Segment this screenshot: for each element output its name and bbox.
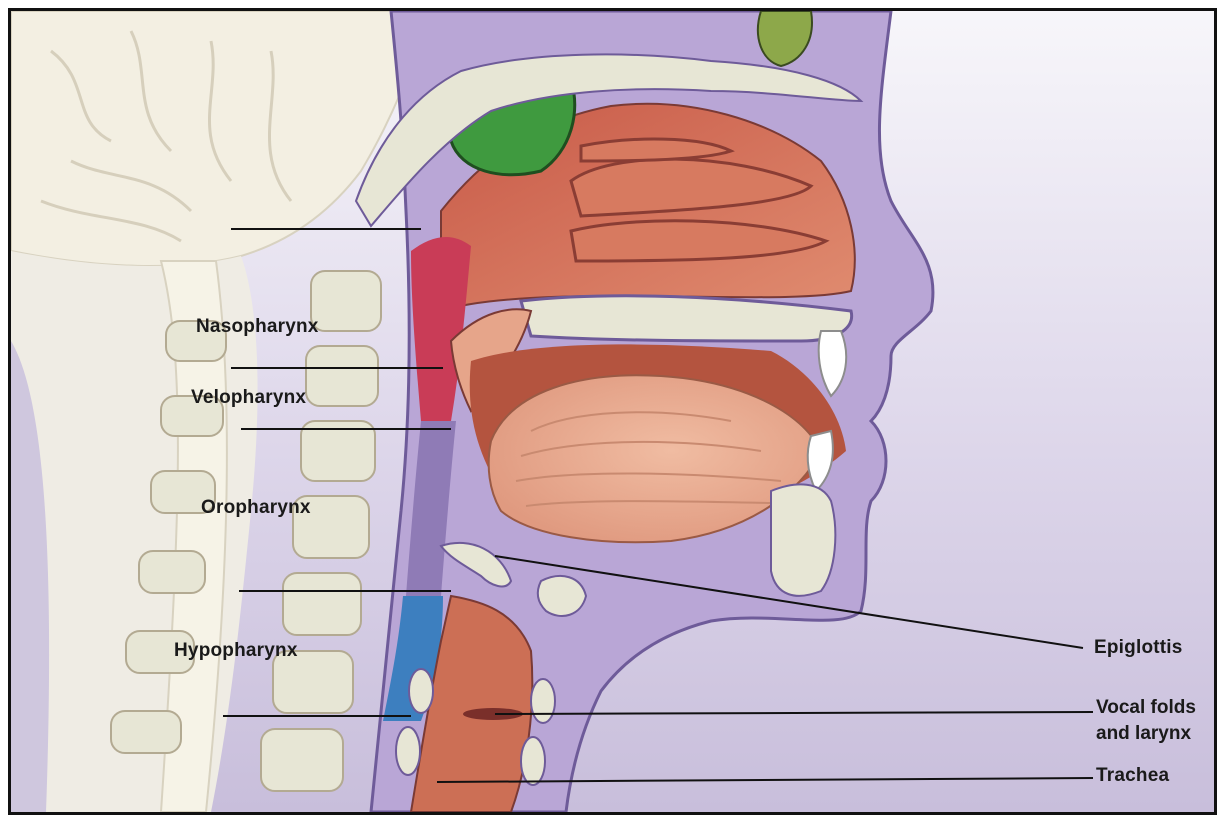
hyoid-bone <box>538 576 586 616</box>
label-vocal-folds-line1: Vocal folds <box>1096 695 1196 721</box>
label-vocal-folds-line2: and larynx <box>1096 721 1196 747</box>
label-hypopharynx: Hypopharynx <box>174 640 298 662</box>
label-oropharynx: Oropharynx <box>201 497 311 519</box>
diagram-frame: Nasopharynx Velopharynx Oropharynx Hypop… <box>8 8 1217 815</box>
pharynx-anatomy-illustration <box>11 11 1214 812</box>
label-epiglottis: Epiglottis <box>1094 637 1183 659</box>
label-trachea: Trachea <box>1096 765 1169 787</box>
label-velopharynx: Velopharynx <box>191 387 306 409</box>
label-vocal-folds-and-larynx: Vocal folds and larynx <box>1096 695 1196 747</box>
mandible <box>771 484 835 595</box>
label-nasopharynx: Nasopharynx <box>196 316 319 338</box>
